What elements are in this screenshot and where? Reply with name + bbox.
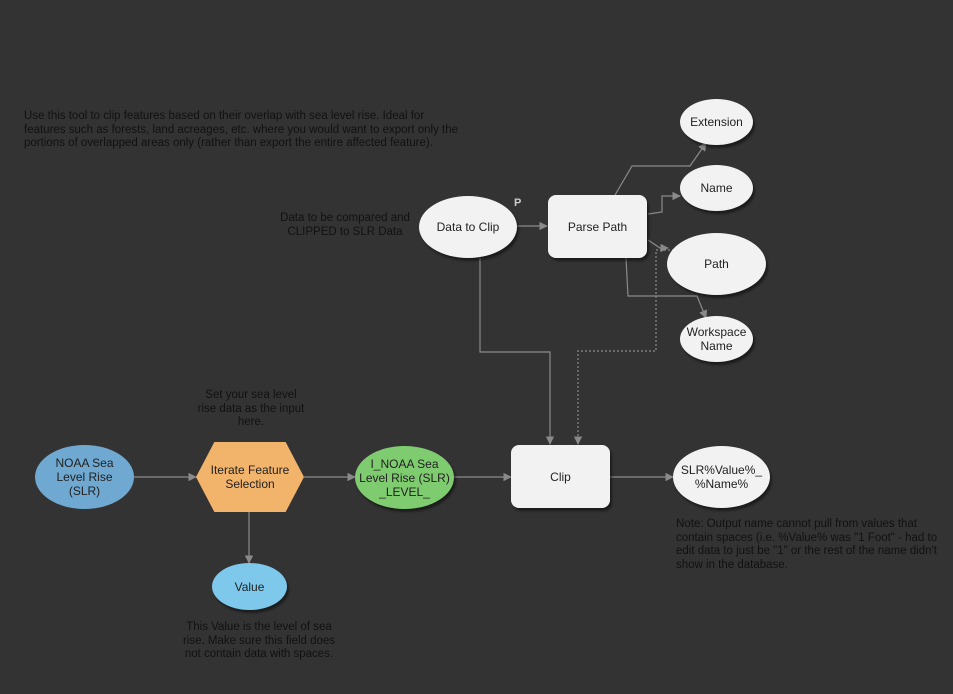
i-noaa-sea-level-rise-output[interactable]: I_NOAA Sea Level Rise (SLR) _LEVEL_	[355, 446, 454, 509]
data-to-clip-input[interactable]: Data to Clip	[419, 196, 517, 258]
iterate-feature-selection-label: Iterate Feature Selection	[210, 463, 290, 491]
parse-path-tool[interactable]: Parse Path	[548, 195, 647, 258]
connector-parsepath-to-name	[647, 191, 681, 215]
clip-tool[interactable]: Clip	[511, 445, 610, 508]
clip-label: Clip	[550, 469, 571, 484]
parse-path-label: Parse Path	[567, 219, 628, 234]
name-label: Name	[700, 181, 733, 195]
connector-parsepath-to-workspace	[625, 257, 708, 319]
connector-parsepath-to-path	[647, 239, 669, 253]
data-to-compare-note: Data to be compared and CLIPPED to SLR D…	[280, 212, 410, 238]
connector-parsepath-to-extension	[614, 142, 707, 196]
i-noaa-sea-level-rise-label: I_NOAA Sea Level Rise (SLR) _LEVEL_	[359, 456, 450, 499]
iterate-feature-selection-tool[interactable]: Iterate Feature Selection	[196, 442, 304, 512]
value-label: Value	[234, 579, 265, 594]
output-note: Note: Output name cannot pull from value…	[676, 518, 938, 571]
value-note: This Value is the level of sea rise. Mak…	[182, 621, 336, 660]
extension-output[interactable]: Extension	[680, 99, 753, 145]
extension-label: Extension	[690, 115, 743, 129]
path-output[interactable]: Path	[667, 233, 766, 295]
connector-datatoclip-to-clip	[479, 258, 555, 445]
path-label: Path	[704, 257, 729, 271]
workspace-name-output[interactable]: Workspace Name	[680, 316, 753, 362]
parameter-marker: P	[514, 197, 522, 209]
noaa-sea-level-rise-label: NOAA Sea Level Rise (SLR)	[55, 456, 114, 498]
noaa-sea-level-rise-input[interactable]: NOAA Sea Level Rise (SLR)	[35, 445, 134, 509]
value-variable[interactable]: Value	[212, 563, 287, 610]
output-feature-class[interactable]: SLR%Value%_ %Name%	[673, 446, 770, 508]
workspace-name-label: Workspace Name	[686, 325, 747, 353]
intro-note: Use this tool to clip features based on …	[24, 110, 459, 149]
set-sea-level-note: Set your sea level rise data as the inpu…	[197, 389, 305, 428]
output-feature-class-label: SLR%Value%_ %Name%	[680, 463, 763, 491]
name-output[interactable]: Name	[680, 165, 753, 211]
data-to-clip-label: Data to Clip	[436, 220, 500, 234]
